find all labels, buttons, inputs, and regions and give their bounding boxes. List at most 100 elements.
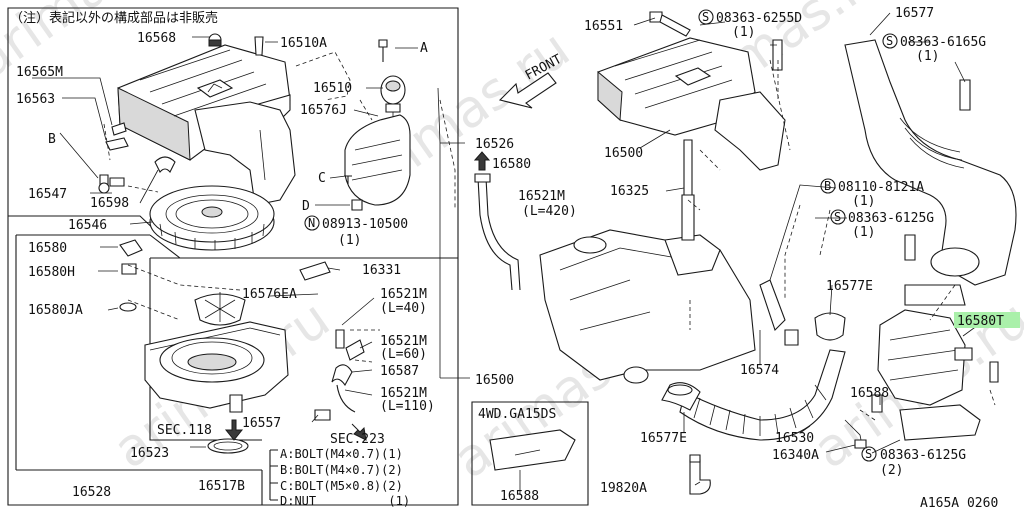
screw-symbol (882, 33, 898, 49)
air-cleaner-lower-16528 (144, 292, 289, 413)
screw-symbol (830, 209, 846, 225)
label-08363-6255D-qty: (1) (732, 25, 755, 40)
variant-part-16588: 16588 (500, 489, 539, 504)
label-sec-223: SEC.223 (330, 432, 385, 447)
variant-box (471, 401, 589, 506)
label-A: A (420, 41, 428, 56)
label-16547: 16547 (28, 187, 67, 202)
label-16500: 16500 (604, 146, 643, 161)
label-08363-6125G: 08363-6125G (848, 211, 934, 226)
label-16521M-110: 16521M (380, 386, 427, 401)
label-08110-8121A: 08110-8121A (838, 180, 924, 195)
label-08363-6165G: 08363-6165G (900, 35, 986, 50)
label-16574: 16574 (740, 363, 779, 378)
label-C: C (318, 171, 326, 186)
bolt-legend (269, 449, 278, 501)
label-08913-10500-qty: (1) (338, 233, 361, 248)
leader-lines-left (32, 36, 470, 448)
label-08363-6125G-lower: 08363-6125G (880, 448, 966, 463)
label-16331: 16331 (362, 263, 401, 278)
label-16500-left: 16500 (475, 373, 514, 388)
up-arrow-icon (473, 151, 491, 171)
label-08110-8121A-qty: (1) (852, 194, 875, 209)
screw-symbol-letter: S (834, 210, 841, 224)
label-08363-6165G-qty: (1) (916, 49, 939, 64)
small-parts-column (119, 239, 367, 454)
screw-symbol (698, 9, 714, 25)
label-16526: 16526 (475, 137, 514, 152)
label-16577E-lower: 16577E (640, 431, 687, 446)
bolt-legend-row: A:BOLT(M4×0.7)(1) (280, 447, 403, 461)
label-16576J: 16576J (300, 103, 347, 118)
screw-symbol-letter: S (886, 34, 893, 48)
bolt-symbol-letter: B (824, 179, 831, 193)
label-16325: 16325 (610, 184, 649, 199)
label-16551: 16551 (584, 19, 623, 34)
label-16577: 16577 (895, 6, 934, 21)
label-08363-6125G-lower-qty: (2) (880, 463, 903, 478)
label-16523: 16523 (130, 446, 169, 461)
label-D: D (302, 199, 310, 214)
label-16521M-40: 16521M (380, 287, 427, 302)
label-16510A: 16510A (280, 36, 327, 51)
label-16580-top: 16580 (492, 157, 531, 172)
label-08363-6125G-qty: (1) (852, 225, 875, 240)
label-08913-10500: 08913-10500 (322, 217, 408, 232)
label-16588: 16588 (850, 386, 889, 401)
label-16340A: 16340A (772, 448, 819, 463)
nut-symbol (304, 215, 320, 231)
label-08363-6255D: 08363-6255D (716, 11, 802, 26)
dashed-guides (103, 51, 996, 421)
label-16521M-60: 16521M (380, 334, 427, 349)
label-16563: 16563 (16, 92, 55, 107)
bolt-legend-row: C:BOLT(M5×0.8)(2) (280, 479, 403, 493)
label-16557: 16557 (242, 416, 281, 431)
air-filter-16546 (149, 185, 275, 251)
leader-lines-right (519, 12, 986, 495)
left-assembly-frame (7, 7, 459, 506)
hose-16521M-420 (474, 173, 521, 291)
label-16598: 16598 (90, 196, 129, 211)
label-sec-118: SEC.118 (157, 423, 212, 438)
label-16580: 16580 (28, 241, 67, 256)
screw-symbol (861, 446, 877, 462)
variant-title: 4WD.GA15DS (478, 407, 556, 422)
label-19820A: 19820A (600, 481, 647, 496)
engine-block (539, 139, 846, 384)
part-labels: 16568 16510A 16565M 16563 A 16510 16576J… (16, 6, 1020, 511)
label-16568: 16568 (137, 31, 176, 46)
label-16587: 16587 (380, 364, 419, 379)
label-16530: 16530 (775, 431, 814, 446)
label-16521M-110-length: (L=110) (380, 399, 435, 414)
resonator-16580T (871, 309, 999, 441)
bracket-16576J (194, 101, 296, 206)
highlight-16580T (954, 312, 1020, 328)
label-B: B (48, 132, 56, 147)
label-16521M-60-length: (L=60) (380, 347, 427, 362)
label-16580T: 16580T (957, 314, 1004, 329)
label-16528: 16528 (72, 485, 111, 500)
resonator-16526 (344, 114, 411, 211)
label-16576EA: 16576EA (242, 287, 297, 302)
label-16521M-40-length: (L=40) (380, 301, 427, 316)
label-16580JA: 16580JA (28, 303, 83, 318)
bolt-symbol (820, 178, 836, 194)
label-16521M-420-length: (L=420) (522, 204, 577, 219)
label-16565M: 16565M (16, 65, 63, 80)
note-text: （注）表記以外の構成部品は非販売 (10, 10, 218, 26)
clamps (667, 384, 711, 495)
label-16521M-420: 16521M (518, 189, 565, 204)
diagram-code: A165A 0260 (920, 496, 998, 511)
label-16517B: 16517B (198, 479, 245, 494)
intake-duct-16577 (844, 39, 1017, 306)
nut-symbol-letter: N (308, 216, 315, 230)
label-16580H: 16580H (28, 265, 75, 280)
screw-symbol-letter: S (702, 10, 709, 24)
label-16510: 16510 (313, 81, 352, 96)
label-16577E: 16577E (826, 279, 873, 294)
engine-cover-right-16500 (597, 11, 786, 171)
screw-symbol-letter: S (865, 447, 872, 461)
bolt-legend-row: D:NUT (1) (280, 494, 410, 508)
label-16546: 16546 (68, 218, 107, 233)
